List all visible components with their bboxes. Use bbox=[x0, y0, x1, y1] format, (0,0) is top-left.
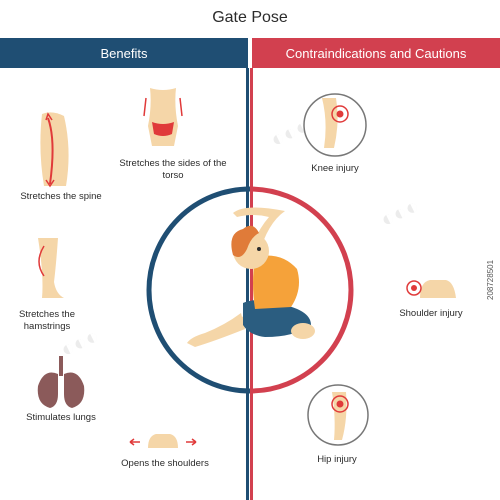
contraindications-header-label: Contraindications and Cautions bbox=[285, 45, 467, 61]
benefit-label-shoulders: Opens the shoulders bbox=[121, 458, 209, 469]
torso-icon bbox=[143, 88, 183, 146]
watermark: ◐◐◐ bbox=[376, 192, 424, 233]
benefits-header-label: Benefits bbox=[100, 45, 148, 61]
benefit-label-spine: Stretches the spine bbox=[20, 191, 102, 202]
hamstring-leg-icon bbox=[38, 238, 64, 298]
knee-injury-icon bbox=[303, 93, 367, 157]
lungs-icon bbox=[37, 356, 85, 408]
caution-label-hip: Hip injury bbox=[317, 454, 357, 465]
shoulders-icon bbox=[129, 434, 197, 448]
benefit-label-hamstrings: Stretches the hamstrings bbox=[19, 309, 75, 332]
hip-injury-icon bbox=[307, 384, 369, 446]
page-title: Gate Pose bbox=[212, 9, 288, 26]
caution-label-shoulder: Shoulder injury bbox=[399, 308, 463, 319]
shoulder-injury-icon bbox=[406, 280, 456, 298]
caution-label-knee: Knee injury bbox=[311, 163, 359, 174]
contraindications-header: Contraindications and Cautions bbox=[252, 38, 500, 68]
stock-id: 208728501 bbox=[486, 259, 495, 300]
benefit-label-lungs: Stimulates lungs bbox=[26, 412, 96, 423]
divider-cautions bbox=[250, 68, 253, 500]
benefits-header: Benefits bbox=[0, 38, 248, 68]
divider-benefits bbox=[246, 68, 249, 500]
benefit-label-torso: Stretches the sides of the torso bbox=[119, 158, 227, 181]
spine-icon bbox=[40, 112, 69, 188]
gate-pose-figure bbox=[146, 186, 354, 394]
